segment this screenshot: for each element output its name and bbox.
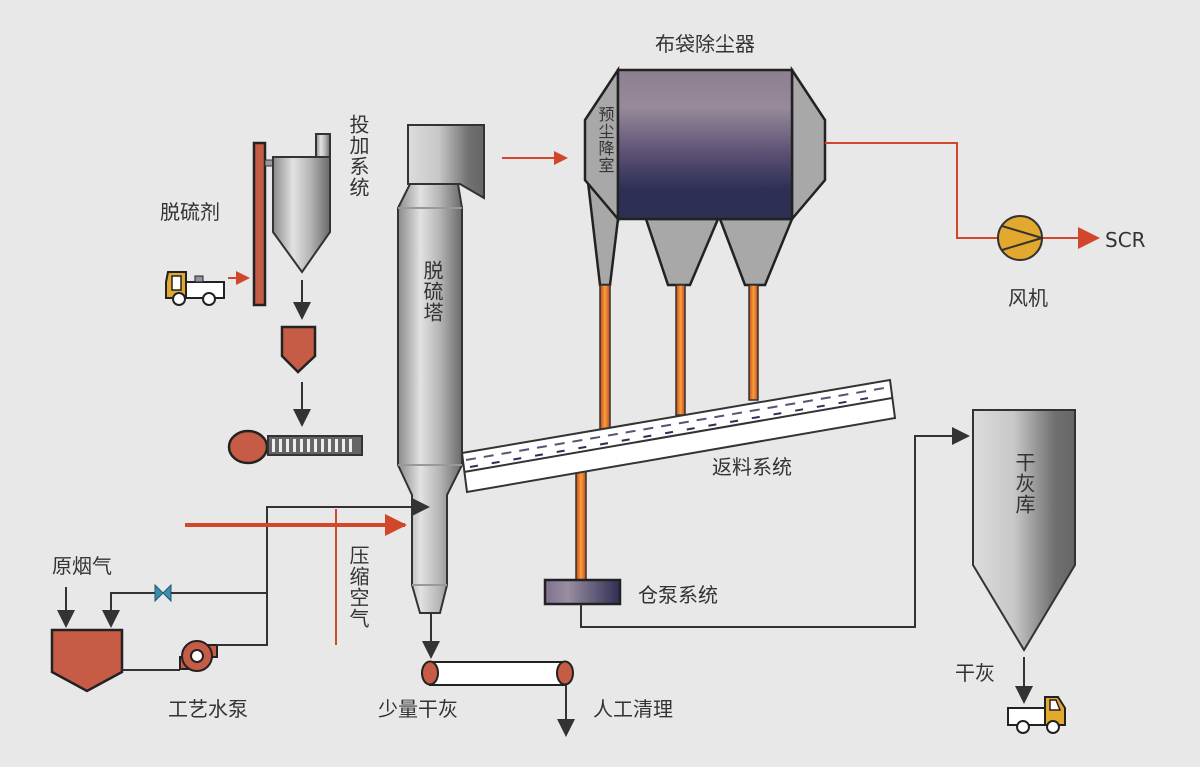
clean-gas-line xyxy=(825,142,998,239)
fan-label: 风机 xyxy=(1008,286,1048,310)
valve-icon[interactable] xyxy=(154,583,172,603)
small-dry-ash-label: 少量干灰 xyxy=(378,697,458,721)
ash-tube xyxy=(421,660,574,686)
silo-pump-system-label: 仓泵系统 xyxy=(638,583,718,607)
dry-ash-label: 干灰 xyxy=(955,661,995,685)
fan-icon xyxy=(997,215,1043,261)
bag-filter-body xyxy=(616,68,794,221)
screw-motor xyxy=(227,429,269,465)
feed-elevator xyxy=(252,141,267,307)
baghouse: 布袋除尘器 预尘降室 xyxy=(583,32,827,436)
pump-icon[interactable] xyxy=(179,640,218,672)
vent-box xyxy=(315,133,331,158)
compressed-air-label: 压缩空气 xyxy=(346,545,370,629)
scr-label: SCR xyxy=(1105,228,1146,252)
truck-icon xyxy=(165,271,225,306)
silo-pump xyxy=(543,578,622,606)
outlet-chamber xyxy=(790,65,827,223)
ash-pipe xyxy=(675,284,686,416)
ash-pipe xyxy=(748,284,759,401)
return-system-label: 返料系统 xyxy=(712,455,792,479)
desulfurizer-label: 脱硫剂 xyxy=(160,200,220,224)
dry-ash-silo-label: 干灰库 xyxy=(1012,452,1036,515)
tower-label: 脱硫塔 xyxy=(420,260,444,323)
process-water-line xyxy=(217,498,430,646)
truck-icon xyxy=(1007,696,1066,734)
ash-pipe xyxy=(599,284,611,436)
raw-flue-gas-label: 原烟气 xyxy=(52,554,112,578)
dosing-hopper xyxy=(272,156,331,274)
process-water-pump-label: 工艺水泵 xyxy=(168,697,248,721)
ash-transfer-line xyxy=(580,427,970,628)
desulfurization-tower: 脱硫塔 xyxy=(397,124,485,614)
tower-body xyxy=(397,183,463,614)
rotary-feeder xyxy=(280,325,317,374)
tower-outlet-duct xyxy=(407,124,485,200)
baghouse-label: 布袋除尘器 xyxy=(655,32,755,56)
ash-pipe xyxy=(575,469,587,583)
ash-hopper xyxy=(718,217,794,287)
return-conveyor: 返料系统 xyxy=(460,378,897,583)
water-return-line xyxy=(102,592,156,628)
dosing-system-label: 投加系统 xyxy=(346,114,370,198)
manual-cleanup-label: 人工清理 xyxy=(593,697,673,721)
ash-hopper xyxy=(644,217,720,287)
pre-dust-chamber-label: 预尘降室 xyxy=(596,106,615,174)
dosing-system: 投加系统 脱硫剂 xyxy=(160,114,370,465)
water-tank xyxy=(50,628,124,693)
dry-ash-silo xyxy=(972,409,1076,652)
